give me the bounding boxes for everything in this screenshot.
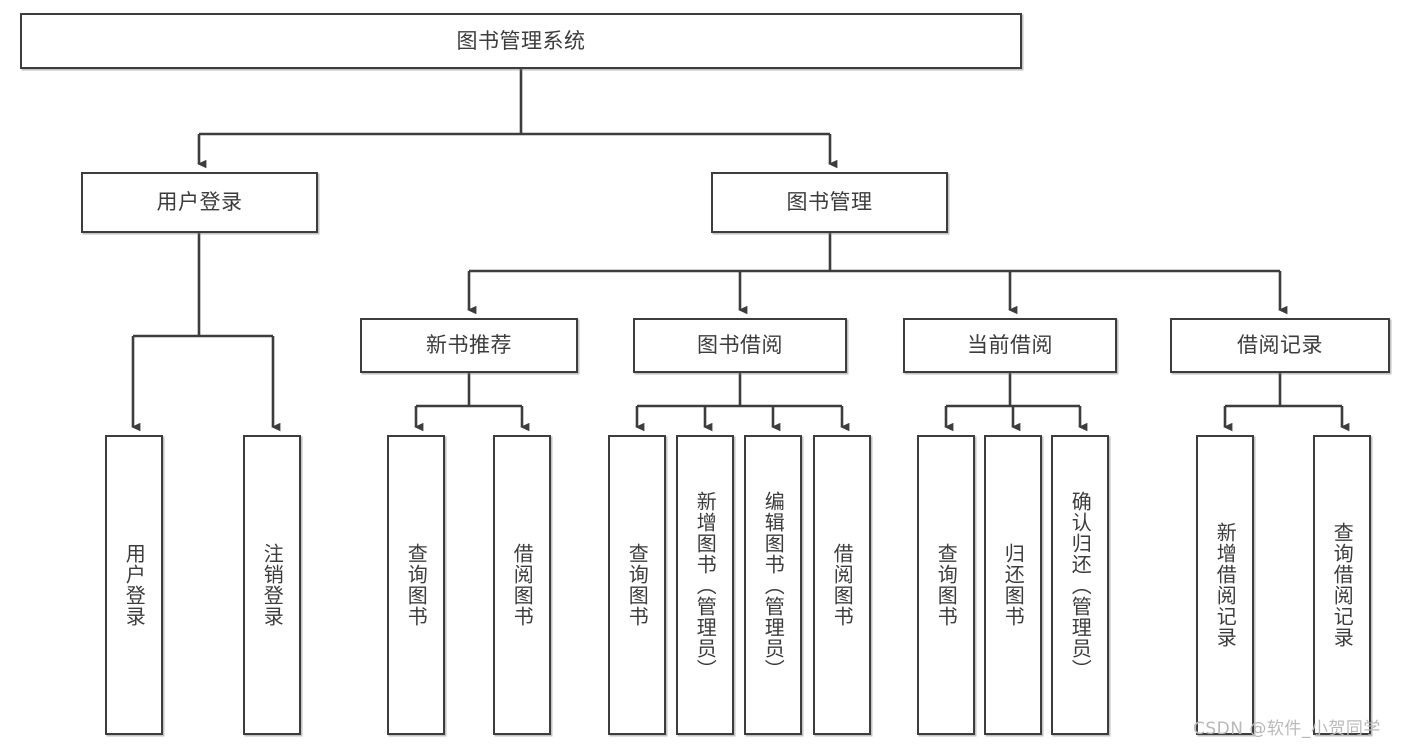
node-label: 当前借阅 — [967, 333, 1053, 358]
node-book-borrow[interactable]: 图书借阅 — [633, 318, 847, 373]
node-label: 归还图书 — [1001, 543, 1026, 627]
node-label: 图书借阅 — [697, 333, 783, 358]
node-label: 查询借阅记录 — [1330, 522, 1355, 648]
node-label: 借阅图书 — [830, 543, 855, 627]
node-label: 查询图书 — [404, 543, 429, 627]
leaf-add-borrow-record[interactable]: 新增借阅记录 — [1196, 435, 1254, 735]
node-root-system[interactable]: 图书管理系统 — [20, 13, 1022, 69]
leaf-borrow-book[interactable]: 借阅图书 — [813, 435, 871, 735]
node-label: 图书管理 — [786, 190, 873, 215]
leaf-confirm-return-admin[interactable]: 确认归还（管理员） — [1051, 435, 1109, 735]
leaf-query-book-borrow[interactable]: 查询图书 — [608, 435, 666, 735]
node-label: 新书推荐 — [426, 333, 512, 358]
node-label: 图书管理系统 — [456, 28, 586, 53]
node-label: 新增借阅记录 — [1213, 522, 1238, 648]
node-label: 注销登录 — [260, 543, 285, 627]
leaf-add-book-admin[interactable]: 新增图书（管理员） — [676, 435, 734, 735]
leaf-edit-book-admin[interactable]: 编辑图书（管理员） — [744, 435, 802, 735]
node-user-login[interactable]: 用户登录 — [81, 172, 318, 233]
node-new-book-recommend[interactable]: 新书推荐 — [360, 318, 578, 373]
node-label: 借阅图书 — [510, 543, 535, 627]
node-label: 用户登录 — [156, 190, 243, 215]
leaf-return-book[interactable]: 归还图书 — [984, 435, 1042, 735]
node-current-borrow[interactable]: 当前借阅 — [903, 318, 1117, 373]
node-label: 确认归还（管理员） — [1068, 490, 1093, 680]
node-borrow-record[interactable]: 借阅记录 — [1170, 318, 1390, 373]
node-label: 新增图书（管理员） — [693, 490, 718, 680]
leaf-user-login[interactable]: 用户登录 — [105, 435, 163, 735]
node-label: 借阅记录 — [1237, 333, 1323, 358]
node-label: 编辑图书（管理员） — [761, 490, 786, 680]
leaf-logout-login[interactable]: 注销登录 — [243, 435, 301, 735]
node-label: 用户登录 — [122, 543, 147, 627]
leaf-query-borrow-record[interactable]: 查询借阅记录 — [1313, 435, 1371, 735]
leaf-query-book-recommend[interactable]: 查询图书 — [387, 435, 445, 735]
node-label: 查询图书 — [934, 543, 959, 627]
csdn-watermark: CSDN @软件_小贺同学 — [1193, 719, 1381, 739]
node-label: 查询图书 — [625, 543, 650, 627]
leaf-borrow-book-recommend[interactable]: 借阅图书 — [493, 435, 551, 735]
node-book-management[interactable]: 图书管理 — [711, 172, 948, 233]
leaf-query-book-current[interactable]: 查询图书 — [917, 435, 975, 735]
